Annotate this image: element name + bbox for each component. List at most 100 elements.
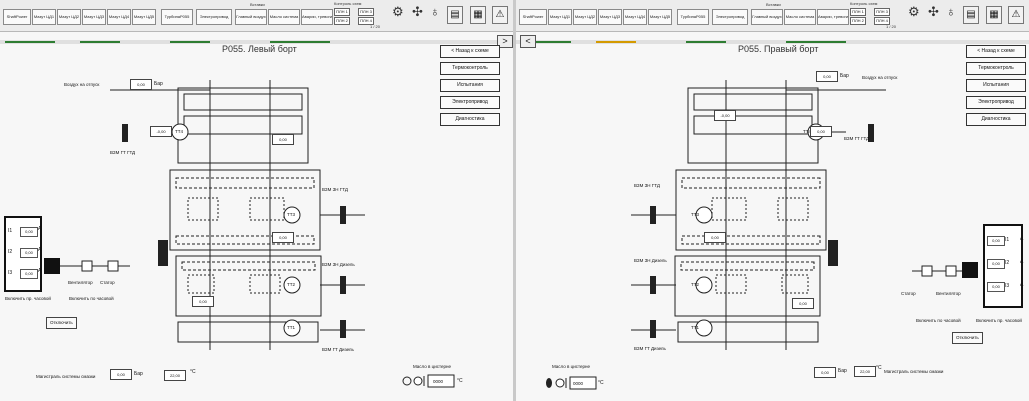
bar-unit-2: Бар [838, 368, 847, 374]
back-to-scheme-button[interactable]: < Назад к схеме [440, 45, 500, 58]
tests-button[interactable]: Испытания [966, 79, 1026, 92]
tb-button-9[interactable]: Главный воздух [751, 9, 783, 25]
status-strip [516, 31, 1029, 44]
deg-unit: °C [876, 365, 882, 371]
tb-button-2[interactable]: Мазут ЦД1 [548, 9, 572, 25]
mode-item-2[interactable]: ПЛН 2 [334, 17, 350, 25]
tb-button-5[interactable]: Мазут ЦД4 [107, 9, 131, 25]
bar-unit: Бар [154, 81, 163, 87]
current-label-2: I2 [8, 249, 13, 255]
tb-button-11[interactable]: Аварии, тревоги [301, 9, 333, 25]
engine-scheme [626, 60, 886, 350]
tb-button-6[interactable]: Мазут ЦД5 [132, 9, 156, 25]
tb-button-8[interactable]: Электропривод [712, 9, 748, 25]
report-icon[interactable]: ▦ [470, 6, 486, 24]
thermocontrol-button[interactable]: Термоконтроль [966, 62, 1026, 75]
mode-item-3[interactable]: ПЛН 3 [358, 8, 374, 16]
fan-icon[interactable]: ✣ [412, 4, 423, 19]
tb-button-7[interactable]: ТурбинаР055 [161, 9, 193, 25]
on-cw-label[interactable]: Включить по часовой [69, 296, 114, 301]
pressure-value-4: 0,00 [792, 298, 814, 309]
mode-item-4[interactable]: ПЛН 4 [874, 17, 890, 25]
report-icon[interactable]: ▤ [963, 6, 979, 24]
tb-button-4[interactable]: Мазут ЦД3 [82, 9, 106, 25]
oil-cistern-label: Масло в цистерне [552, 364, 590, 369]
amp-unit-3: А [1020, 282, 1024, 288]
tb-button-2[interactable]: Мазут ЦД1 [32, 9, 56, 25]
bar-unit: Бар [840, 73, 849, 79]
tb-button-10[interactable]: Масло система [268, 9, 300, 25]
report-icon[interactable]: ▤ [447, 6, 463, 24]
node-label-2: ТТ3 [691, 212, 700, 217]
node-label-1: ТТ4 [175, 129, 184, 134]
tests-button[interactable]: Испытания [440, 79, 500, 92]
switch-off-button[interactable]: Отключить [952, 332, 983, 344]
tb-mode-label: Контроль схем [850, 1, 878, 6]
next-panel-arrow[interactable]: > [497, 35, 513, 48]
amp-unit-1: А [1020, 236, 1024, 242]
bar-unit-2: Бар [134, 371, 143, 377]
report-icon[interactable]: ▦ [986, 6, 1002, 24]
back-to-scheme-button[interactable]: < Назад к схеме [966, 45, 1026, 58]
fan-icon[interactable]: ✣ [928, 4, 939, 19]
mode-item-1[interactable]: ПЛН 1 [334, 8, 350, 16]
main-oil-pressure: 0,00 [110, 369, 132, 380]
gear-icon[interactable]: ⚙ [392, 4, 404, 19]
on-cw-label[interactable]: Включить по часовой [916, 318, 961, 323]
tb-button-1[interactable]: ShaftPower [3, 9, 31, 25]
tb-button-7[interactable]: ТурбинаР055 [677, 9, 709, 25]
pressure-value-1: -0,00 [714, 110, 736, 121]
electric-drive-button[interactable]: Электропривод [966, 96, 1026, 109]
warning-icon[interactable]: ⚠ [492, 6, 508, 24]
sensor-icon[interactable]: ♁ [430, 4, 440, 19]
current-value-3: 0,00 [20, 269, 38, 279]
tb-button-1[interactable]: ShaftPower [519, 9, 547, 25]
current-label-3: I3 [1005, 283, 1010, 289]
pressure-value-2: 0,00 [810, 126, 832, 137]
tb-button-10[interactable]: Масло система [784, 9, 816, 25]
tb-button-4[interactable]: Мазут ЦД3 [598, 9, 622, 25]
page-counter: 1 / 20 [370, 24, 381, 29]
current-label-1: I1 [8, 228, 13, 234]
node-label-3: ТТ2 [691, 282, 700, 287]
tb-button-8[interactable]: Электропривод [196, 9, 232, 25]
prev-panel-arrow[interactable]: < [520, 35, 536, 48]
switch-off-button[interactable]: Отключить [46, 317, 77, 329]
mode-item-4[interactable]: ПЛН 4 [358, 17, 374, 25]
motor-shaft [60, 260, 130, 272]
mode-item-1[interactable]: ПЛН 1 [850, 8, 866, 16]
stator-label: Статор [100, 280, 115, 285]
current-value-2: 0,00 [987, 259, 1005, 269]
on-ccw-label[interactable]: Включить пр. часовой [5, 296, 51, 301]
pressure-value-2: 0,00 [272, 134, 294, 145]
electric-drive-button[interactable]: Электропривод [440, 96, 500, 109]
on-ccw-label[interactable]: Включить пр. часовой [976, 318, 1022, 323]
tb-button-11[interactable]: Аварии, тревоги [817, 9, 849, 25]
node-label-1: ТТ4 [803, 129, 812, 134]
main-oil-pressure: 0,00 [814, 367, 836, 378]
current-label-3: I3 [8, 270, 13, 276]
tb-button-6[interactable]: Мазут ЦД5 [648, 9, 672, 25]
deg-unit: °C [190, 369, 196, 375]
mode-item-3[interactable]: ПЛН 3 [874, 8, 890, 16]
gear-icon[interactable]: ⚙ [908, 4, 920, 19]
current-value-1: 0,00 [20, 227, 38, 237]
amp-unit-2: А [38, 247, 42, 253]
mode-item-2[interactable]: ПЛН 2 [850, 17, 866, 25]
diagnostics-button[interactable]: Диагностика [440, 113, 500, 126]
sensor-icon[interactable]: ♁ [946, 4, 956, 19]
toolbar: ShaftPower Мазут ЦД1 Мазут ЦД2 Мазут ЦД3… [0, 0, 513, 32]
diesel1-label: ВЗМ ЗН Дизель [634, 258, 667, 263]
diagnostics-button[interactable]: Диагностика [966, 113, 1026, 126]
tb-group-label: Вставки [250, 2, 265, 7]
tb-button-3[interactable]: Мазут ЦД2 [573, 9, 597, 25]
tb-button-9[interactable]: Главный воздух [235, 9, 267, 25]
tb-button-5[interactable]: Мазут ЦД4 [623, 9, 647, 25]
thermocontrol-button[interactable]: Термоконтроль [440, 62, 500, 75]
warning-icon[interactable]: ⚠ [1008, 6, 1024, 24]
diesel1-label: ВЗМ ЗН Дизель [322, 262, 355, 267]
amp-unit-3: А [38, 268, 42, 274]
pane-divider [513, 0, 516, 401]
tb-button-3[interactable]: Мазут ЦД2 [57, 9, 81, 25]
node-label-4: ТТ1 [287, 325, 296, 330]
